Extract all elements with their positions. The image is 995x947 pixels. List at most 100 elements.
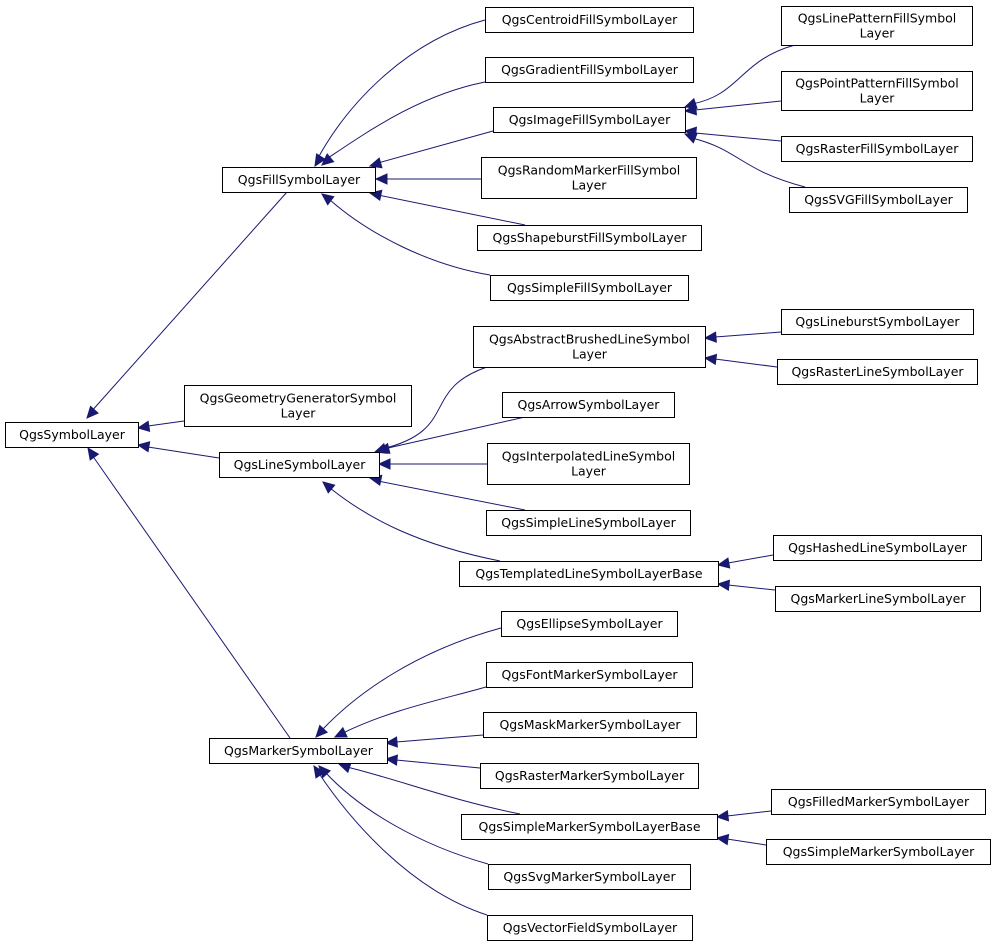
class-node-arrow[interactable]: QgsArrowSymbolLayer xyxy=(502,392,675,418)
class-node-marker-line[interactable]: QgsMarkerLineSymbolLayer xyxy=(775,586,981,612)
class-name-label: QgsMarkerLineSymbolLayer xyxy=(791,591,967,606)
class-node-font-marker[interactable]: QgsFontMarkerSymbolLayer xyxy=(486,662,693,688)
edge-point-pattern-fill xyxy=(694,100,782,111)
edge-geometry-generator xyxy=(147,420,185,427)
arrowhead-icon xyxy=(136,441,151,453)
edge-raster-fill xyxy=(694,132,782,142)
class-name-label: QgsHashedLineSymbolLayer xyxy=(788,540,968,555)
class-node-simple-marker[interactable]: QgsSimpleMarkerSymbolLayer xyxy=(766,839,991,865)
edge-raster-line xyxy=(714,358,778,368)
class-node-line[interactable]: QgsLineSymbolLayer xyxy=(219,452,380,478)
class-box xyxy=(777,359,978,385)
class-node-vector-field[interactable]: QgsVectorFieldSymbolLayer xyxy=(487,915,693,941)
class-name-label: QgsEllipseSymbolLayer xyxy=(516,616,663,631)
class-box xyxy=(501,611,678,637)
arrowhead-icon xyxy=(333,726,348,738)
class-node-centroid-fill[interactable]: QgsCentroidFillSymbolLayer xyxy=(485,7,694,33)
class-node-gradient-fill[interactable]: QgsGradientFillSymbolLayer xyxy=(485,57,694,83)
edge-gradient-fill xyxy=(327,81,486,159)
class-node-simple-line[interactable]: QgsSimpleLineSymbolLayer xyxy=(486,510,691,536)
arrowhead-icon xyxy=(377,458,391,470)
arrowhead-icon xyxy=(314,153,326,168)
arrowhead-icon xyxy=(321,153,335,166)
class-name-label: QgsRasterLineSymbolLayer xyxy=(791,364,964,379)
edge-marker-line xyxy=(727,584,776,591)
class-box xyxy=(481,157,697,199)
class-node-filled-marker[interactable]: QgsFilledMarkerSymbolLayer xyxy=(771,789,986,815)
class-name-label: QgsSvgMarkerSymbolLayer xyxy=(503,869,676,884)
class-name-label: Layer xyxy=(572,347,608,362)
class-node-svg-fill[interactable]: QgsSVGFillSymbolLayer xyxy=(789,187,968,213)
class-node-symbol-layer[interactable]: QgsSymbolLayer xyxy=(5,422,139,448)
edge-svg-marker xyxy=(324,771,489,865)
edge-lineburst xyxy=(714,331,782,338)
arrowhead-icon xyxy=(136,420,151,432)
class-node-svg-marker[interactable]: QgsSvgMarkerSymbolLayer xyxy=(488,864,691,890)
class-box xyxy=(459,561,719,587)
class-box xyxy=(485,57,694,83)
class-node-mask-marker[interactable]: QgsMaskMarkerSymbolLayer xyxy=(483,712,697,738)
class-node-fill[interactable]: QgsFillSymbolLayer xyxy=(222,167,376,193)
class-name-label: QgsFilledMarkerSymbolLayer xyxy=(788,794,970,809)
inheritance-edges xyxy=(86,19,806,916)
arrowhead-icon xyxy=(376,442,391,455)
edge-simple-marker xyxy=(726,838,767,846)
edge-line xyxy=(147,446,220,459)
class-box xyxy=(5,422,139,448)
edge-simple-line xyxy=(377,480,526,511)
edge-centroid-fill xyxy=(317,19,486,159)
class-node-templated-line-base[interactable]: QgsTemplatedLineSymbolLayerBase xyxy=(459,561,719,587)
class-box xyxy=(775,586,981,612)
class-name-label: QgsRasterMarkerSymbolLayer xyxy=(495,768,685,783)
arrowhead-icon xyxy=(703,353,718,366)
class-box xyxy=(493,107,686,133)
class-node-raster-marker[interactable]: QgsRasterMarkerSymbolLayer xyxy=(480,763,699,789)
edge-line-pattern-fill xyxy=(691,44,796,105)
arrowhead-icon xyxy=(715,809,730,822)
class-node-ellipse[interactable]: QgsEllipseSymbolLayer xyxy=(501,611,678,637)
arrowhead-icon xyxy=(716,557,731,569)
edge-shapeburst-fill xyxy=(377,194,526,226)
class-name-label: QgsFillSymbolLayer xyxy=(238,172,361,187)
arrowhead-icon xyxy=(703,331,717,343)
edge-font-marker xyxy=(342,686,487,734)
class-name-label: QgsPointPatternFillSymbol xyxy=(795,76,959,91)
arrowhead-icon xyxy=(384,736,398,748)
edge-arrow xyxy=(387,416,526,449)
class-name-label: QgsLinePatternFillSymbol xyxy=(798,11,957,26)
class-box xyxy=(473,326,706,368)
class-name-label: Layer xyxy=(860,26,896,41)
edge-simple-fill xyxy=(329,199,491,276)
class-box xyxy=(219,452,380,478)
class-node-simple-marker-base[interactable]: QgsSimpleMarkerSymbolLayerBase xyxy=(461,814,718,840)
class-name-label: QgsGeometryGeneratorSymbol xyxy=(200,391,397,406)
edge-svg-fill xyxy=(691,137,806,188)
class-box xyxy=(487,443,690,485)
class-node-simple-fill[interactable]: QgsSimpleFillSymbolLayer xyxy=(490,275,689,301)
arrowhead-icon xyxy=(315,724,329,738)
class-box xyxy=(781,309,974,335)
class-node-shapeburst-fill[interactable]: QgsShapeburstFillSymbolLayer xyxy=(477,225,702,251)
class-node-image-fill[interactable]: QgsImageFillSymbolLayer xyxy=(493,107,686,133)
class-node-raster-fill[interactable]: QgsRasterFillSymbolLayer xyxy=(781,136,973,162)
class-box xyxy=(486,662,693,688)
arrowhead-icon xyxy=(716,579,731,591)
class-box xyxy=(477,225,702,251)
edge-marker xyxy=(91,454,291,739)
class-box xyxy=(209,738,388,764)
class-nodes: QgsSymbolLayer QgsFillSymbolLayerQgsLineS… xyxy=(5,6,991,941)
class-node-hashed-line[interactable]: QgsHashedLineSymbolLayer xyxy=(773,535,982,561)
class-node-marker[interactable]: QgsMarkerSymbolLayer xyxy=(209,738,388,764)
class-node-raster-line[interactable]: QgsRasterLineSymbolLayer xyxy=(777,359,978,385)
class-box xyxy=(781,71,973,111)
class-name-label: Layer xyxy=(281,406,317,421)
class-node-lineburst[interactable]: QgsLineburstSymbolLayer xyxy=(781,309,974,335)
class-name-label: Layer xyxy=(860,91,896,106)
